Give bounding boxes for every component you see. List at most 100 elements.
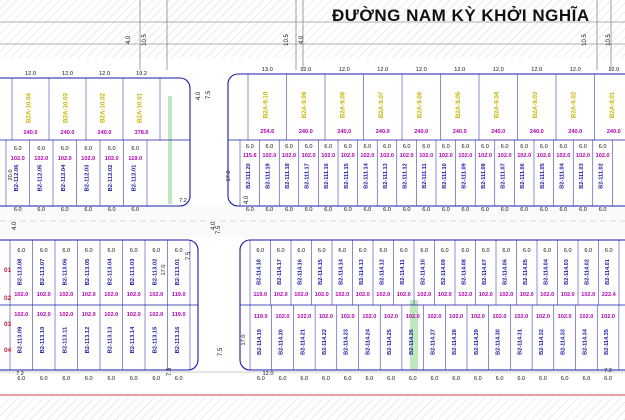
block-111-width-bottom: 6.0: [422, 207, 430, 213]
upper-right-block-lot-id: B2A-9.07: [378, 91, 385, 118]
block-112-lot-area: 102.0: [81, 156, 95, 162]
block-114-bottom-lot-area: 102.0: [427, 314, 441, 320]
block-114-top-lot-id: B2-114.16: [297, 259, 303, 285]
block-113-top-lot-id: B2-113.02: [152, 259, 158, 286]
block-111-width-top: 6.0: [344, 144, 352, 150]
upper-right-block-lot-area: 240.0: [607, 129, 621, 135]
block-113-bottom-lot-area: 102.0: [127, 312, 141, 318]
block-114-top-lot-area: 102.0: [356, 292, 370, 298]
block-111-width-top: 6.0: [442, 144, 450, 150]
block-111-width-top: 6.0: [462, 144, 470, 150]
block-113-width-bottom: 6.0: [175, 376, 183, 382]
block-114-top-lot-id: B2-114.07: [482, 259, 488, 285]
block-114-top-lot-id: B2-114.03: [564, 259, 570, 285]
green-strip: [410, 300, 418, 370]
upper-right-block-lot-area: 240.0: [376, 129, 390, 135]
block-112-width-top: 6.0: [14, 146, 22, 152]
block-113-width-top: 6.0: [17, 248, 25, 254]
block-112-width-bottom: 6.0: [14, 207, 22, 213]
block-111-lot-id: B2-111.20: [246, 163, 252, 189]
block-113-top-lot-id: B2-113.08: [17, 258, 23, 286]
block-114-bottom-lot-id: B2-114.30: [496, 329, 502, 355]
block-111-width-top: 6.0: [540, 144, 548, 150]
block-111-width-bottom: 6.0: [403, 207, 411, 213]
block-outline-upper-left: [0, 77, 191, 207]
left-edge-lot-number: 04: [4, 347, 12, 354]
upper-left-block-lot-area: 240.0: [61, 130, 75, 136]
block-111-width-top: 6.0: [285, 144, 293, 150]
block-114-top-lot-area: 102.0: [499, 292, 513, 298]
block-114-bottom-lot-area: 102.0: [579, 314, 593, 320]
block-113-bottom-lot-id: B2-113.10: [40, 327, 46, 354]
block-114-bottom-lot-id: B2-114.22: [322, 329, 328, 355]
block-111-width-bottom: 6.0: [462, 207, 470, 213]
upper-right-block-lot-area: 240.0: [337, 129, 351, 135]
block-114-bottom-lot-area: 102.0: [319, 314, 333, 320]
block-113-top-lot-area: 102.0: [82, 292, 96, 298]
block-111-width-top: 6.0: [599, 144, 607, 150]
block-114-width-top: 6.0: [338, 248, 346, 254]
block-114-width-bottom: 6.0: [300, 376, 308, 382]
block-114-top-lot-id: B2-114.12: [379, 259, 385, 285]
block-113-top-lot-id: B2-113.05: [85, 258, 91, 286]
block-114-width-bottom: 6.0: [322, 376, 330, 382]
block-113-top-lot-id: B2-113.06: [62, 258, 68, 286]
upper-right-block-lot-width: 12.0: [531, 67, 542, 73]
block-111-width-bottom: 6.0: [481, 207, 489, 213]
block-111-lot-area: 102.0: [576, 153, 590, 159]
block-111-width-top: 6.0: [422, 144, 430, 150]
lot-depth-label: 17.0: [226, 171, 232, 182]
block-114-top-lot-id: B2-114.18: [256, 259, 262, 285]
block-114-top-lot-id: B2-114.10: [420, 259, 426, 285]
upper-right-block-lot-area: 240.0: [453, 129, 467, 135]
block-113-width-top: 6.0: [130, 248, 138, 254]
upper-left-block-lot-width: 12.0: [99, 71, 110, 77]
block-111-lot-id: B2-111.19: [265, 163, 271, 189]
block-114-width-bottom: 6.0: [344, 376, 352, 382]
upper-right-block-lot-width: 12.0: [300, 67, 311, 73]
block-113-bottom-lot-area: 102.0: [82, 312, 96, 318]
road-width-label: 7.5: [218, 347, 224, 356]
block-114-top-lot-id: B2-114.05: [523, 259, 529, 285]
block-114-top-lot-area: 102.0: [458, 292, 472, 298]
road-width-label: 4.0: [196, 91, 202, 100]
upper-right-block-lot-id: B2A-9.01: [609, 91, 616, 118]
upper-left-block-lot-id: B2A-10.02: [100, 92, 107, 122]
upper-left-block-lot-id: B2A-10.04: [26, 92, 33, 122]
block-114-width-bottom: 6.0: [257, 376, 265, 382]
upper-right-block-lot-id: B2A-9.08: [339, 91, 346, 118]
block-112-lot-area: 102.0: [11, 156, 25, 162]
block-114-width-bottom: 6.0: [517, 376, 525, 382]
block-114-width-bottom: 6.0: [496, 376, 504, 382]
block-113-width-top: 6.0: [40, 248, 48, 254]
upper-right-block-lot-width: 12.0: [608, 67, 619, 73]
block-113-width-bottom: 6.0: [152, 376, 160, 382]
block-113-width-bottom: 6.0: [62, 376, 70, 382]
block-113-top-lot-id: B2-113.01: [175, 258, 181, 286]
block-111-width-bottom: 6.0: [560, 207, 568, 213]
block-112-lot-id: B2-112.03: [84, 164, 90, 192]
block-111-lot-id: B2-111.13: [383, 163, 389, 189]
block-111-width-bottom: 6.0: [599, 207, 607, 213]
block-114-bottom-lot-area: 102.0: [514, 314, 528, 320]
block-114-bottom-lot-id: B2-114.26: [409, 329, 415, 355]
block-114-top-lot-id: B2-114.01: [605, 259, 611, 285]
block-111-lot-area: 102.0: [262, 153, 276, 159]
block-114-bottom-lot-area: 102.0: [471, 314, 485, 320]
block-111-lot-area: 102.0: [321, 153, 335, 159]
lot-layer: B2A-10.04240.0B2A-10.03240.0B2A-10.02240…: [5, 74, 621, 370]
block-114-width-top: 6.0: [256, 248, 264, 254]
block-114-bottom-lot-id: B2-114.25: [387, 329, 393, 355]
road-name-label: ĐƯỜNG NAM KỲ KHỞI NGHĨA: [332, 6, 590, 25]
block-114-bottom-lot-area: 102.0: [536, 314, 550, 320]
block-111-width-bottom: 6.0: [305, 207, 313, 213]
block-114-bottom-lot-area: 102.0: [601, 314, 615, 320]
block-113-top-lot-id: B2-113.04: [107, 258, 113, 286]
upper-right-block-lot-id: B2A-9.10: [262, 91, 269, 118]
upper-right-block-lot-id: B2A-9.09: [301, 91, 308, 118]
block-114-width-top: 6.0: [400, 248, 408, 254]
block-114-width-top: 6.0: [584, 248, 592, 254]
block-113-top-lot-area: 102.0: [37, 292, 51, 298]
block-113-width-bottom: 6.0: [17, 376, 25, 382]
road-width-label: 4.0: [244, 195, 250, 204]
